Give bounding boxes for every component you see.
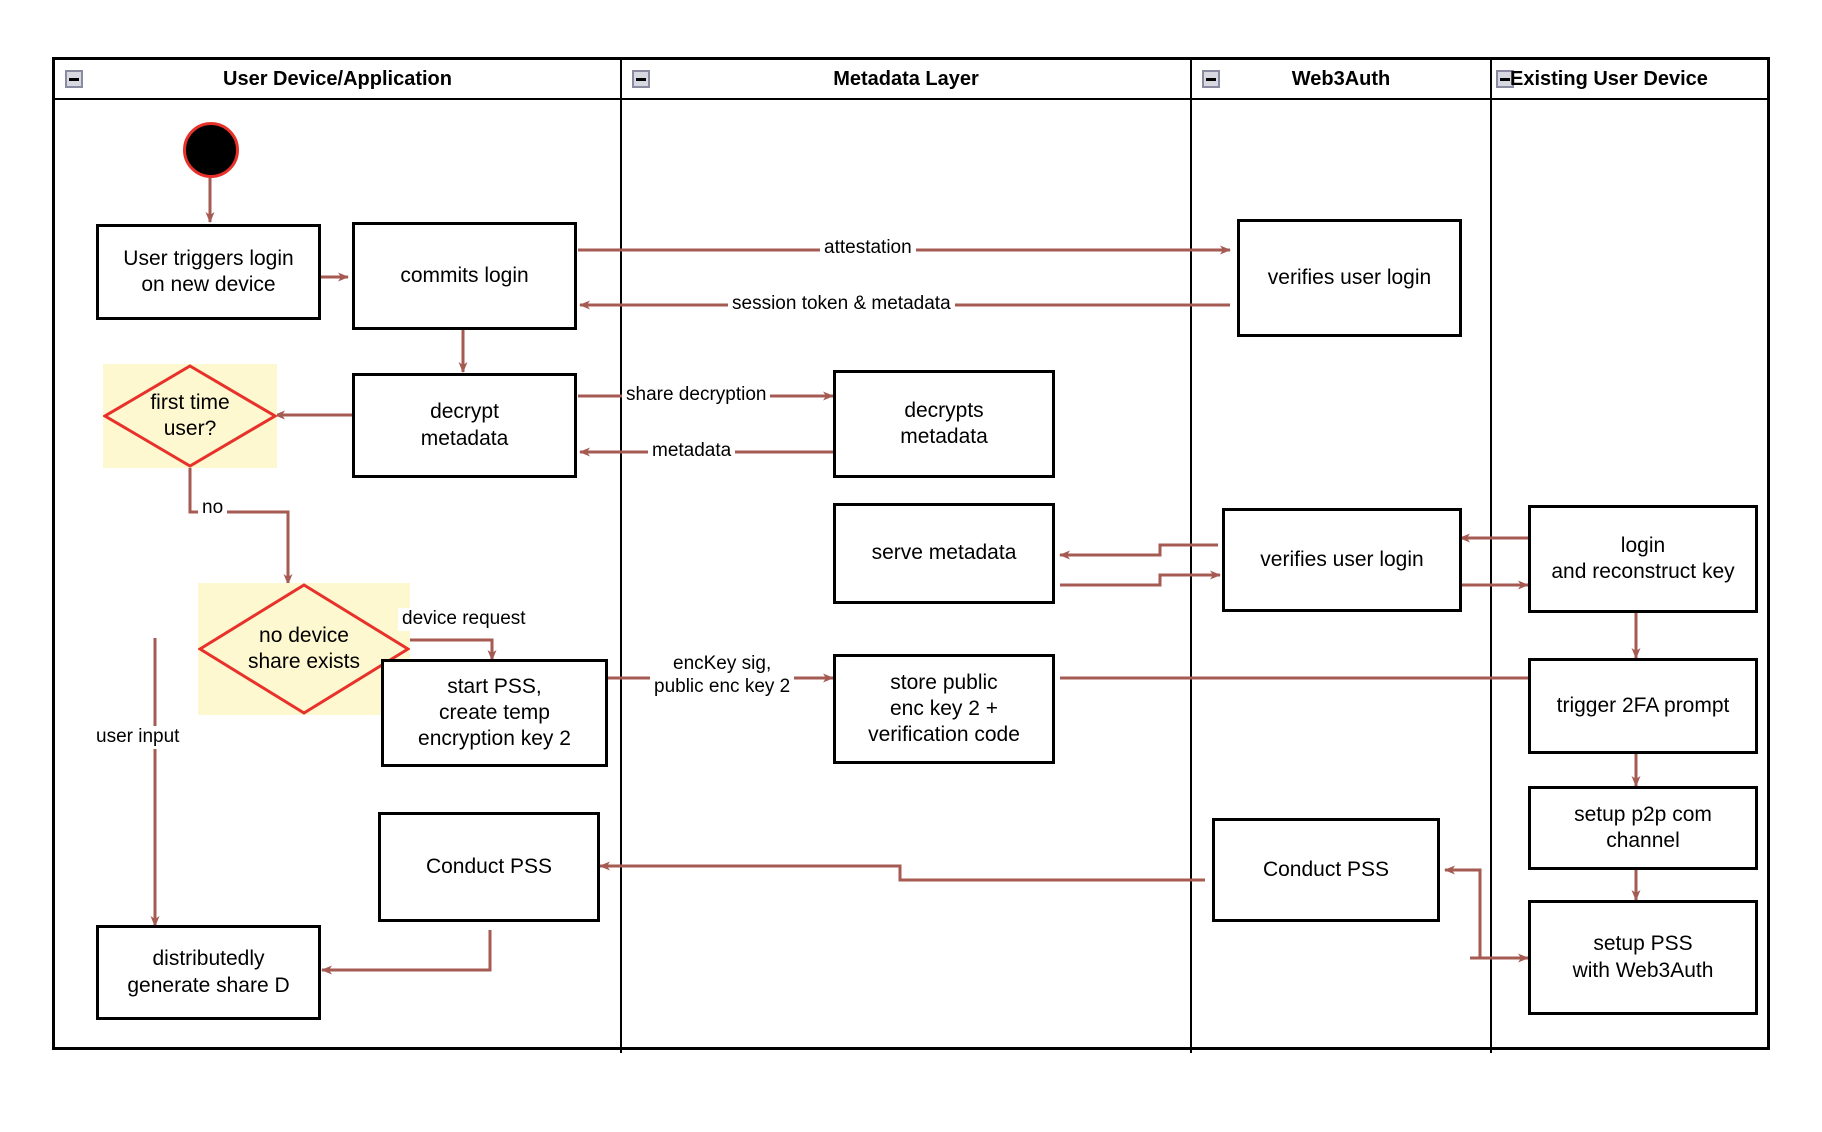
lane-title-existing-user-device: Existing User Device [1510,68,1708,90]
edge-label-user-input: user input [92,726,184,749]
collapse-icon-metadata-layer[interactable] [632,70,650,88]
edge-label-enckey-sig: encKey sig,public enc key 2 [650,653,795,699]
activity-verifies-user-login-mid[interactable]: verifies user login [1222,508,1462,612]
lane-title-user-device: User Device/Application [223,68,452,90]
node-label: commits login [400,263,529,287]
collapse-icon-web3auth[interactable] [1202,70,1220,88]
node-label: verifies user login [1260,547,1424,571]
node-label: trigger 2FA prompt [1556,693,1730,717]
edge-label-no: no [198,497,228,520]
node-label: serve metadata [871,541,1017,565]
swimlane-header-row [55,60,1767,100]
activity-conduct-pss-user[interactable]: Conduct PSS [378,812,600,922]
lane-title-metadata-layer: Metadata Layer [833,68,979,90]
activity-serve-metadata[interactable]: serve metadata [833,503,1055,604]
edge-label-device-request: device request [398,608,530,631]
initial-node [183,122,239,178]
diamond-shape [198,583,410,715]
diamond-shape [103,364,277,468]
node-label: verifies user login [1267,265,1432,289]
activity-conduct-pss-web3auth[interactable]: Conduct PSS [1212,818,1440,922]
edge-label-attestation: attestation [820,237,916,260]
node-label: Conduct PSS [1262,857,1390,881]
activity-verifies-user-login-top[interactable]: verifies user login [1237,219,1462,337]
activity-commits-login[interactable]: commits login [352,222,577,330]
edge-label-session-token-metadata: session token & metadata [728,293,955,316]
edge-label-share-decryption: share decryption [622,384,771,407]
lane-divider-2 [1190,60,1192,1053]
node-label: Conduct PSS [425,854,553,878]
collapse-icon-user-device[interactable] [65,70,83,88]
edge-label-metadata: metadata [648,440,736,463]
lane-title-web3auth: Web3Auth [1291,68,1391,90]
lane-divider-1 [620,60,622,1053]
activity-trigger-2fa-prompt[interactable]: trigger 2FA prompt [1528,658,1758,754]
lane-divider-3 [1490,60,1492,1053]
collapse-icon-existing-user-device[interactable] [1496,70,1514,88]
